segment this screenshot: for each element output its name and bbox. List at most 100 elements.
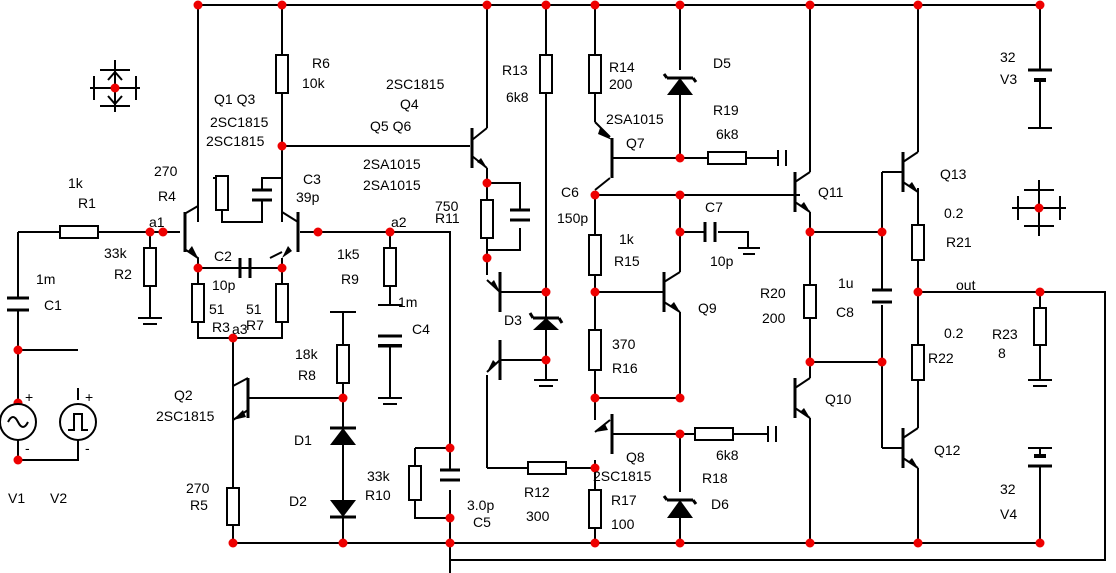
- label-q10-name: Q10: [825, 391, 852, 407]
- label-r5-value: 270: [186, 480, 210, 496]
- label-r16-value: 370: [612, 336, 636, 352]
- label-r20-name: R20: [760, 285, 786, 301]
- resistor-R13[interactable]: [539, 54, 553, 94]
- diode-D1[interactable]: [330, 426, 356, 445]
- label-q8-name: Q8: [626, 449, 645, 465]
- resistor-R12[interactable]: [527, 461, 567, 475]
- resistor-R9[interactable]: [383, 247, 397, 287]
- label-d3-name: D3: [504, 312, 522, 328]
- label-q1q3-part1: 2SC1815: [210, 114, 269, 130]
- diode-D6[interactable]: [662, 495, 698, 518]
- resistor-R6[interactable]: [275, 54, 289, 94]
- grounds: [138, 127, 1052, 449]
- resistor-R14[interactable]: [588, 54, 602, 94]
- resistor-R15[interactable]: [588, 234, 602, 276]
- label-d1-name: D1: [294, 432, 312, 448]
- label-v1-name: V1: [8, 490, 25, 506]
- label-q7-part: 2SA1015: [606, 111, 664, 127]
- label-r12-value: 300: [526, 508, 550, 524]
- resistor-R11[interactable]: [480, 199, 494, 239]
- resistor-R17[interactable]: [588, 489, 602, 529]
- label-r19-name: R19: [713, 102, 739, 118]
- label-r21-name: R21: [946, 234, 972, 250]
- label-v1-minus: -: [25, 440, 30, 456]
- label-c8-name: C8: [836, 304, 854, 320]
- label-r18-name: R18: [702, 470, 728, 486]
- capacitor-C6[interactable]: [510, 208, 530, 222]
- label-c7-value: 10p: [710, 253, 734, 269]
- battery-V3[interactable]: [1028, 68, 1052, 128]
- resistor-R16[interactable]: [588, 329, 602, 371]
- label-q5q6-part1: 2SA1015: [363, 156, 421, 172]
- battery-V4[interactable]: [1028, 448, 1052, 508]
- label-q4-part: 2SC1815: [386, 76, 445, 92]
- label-q4-name: Q4: [400, 96, 419, 112]
- label-v3-name: V3: [1000, 71, 1017, 87]
- label-c6-name: C6: [561, 184, 579, 200]
- label-r13-name: R13: [502, 62, 528, 78]
- resistor-R18[interactable]: [694, 427, 734, 441]
- label-r1-value: 1k: [68, 175, 84, 191]
- label-d6-name: D6: [711, 496, 729, 512]
- transistor-arrows: [188, 128, 918, 468]
- label-c3-name: C3: [303, 171, 321, 187]
- label-d5-name: D5: [713, 55, 731, 71]
- label-r7-name: R7: [246, 317, 264, 333]
- capacitor-C8[interactable]: [872, 288, 892, 304]
- transistor-Q3[interactable]: [281, 211, 300, 252]
- label-q13-name: Q13: [940, 166, 967, 182]
- move-handle-dot-2: [1034, 203, 1044, 213]
- resistor-R8[interactable]: [336, 344, 350, 384]
- source-V1[interactable]: [0, 403, 37, 441]
- resistor-R23[interactable]: [1033, 307, 1047, 346]
- label-r4-name: R4: [158, 188, 176, 204]
- label-r16-name: R16: [612, 360, 638, 376]
- label-c7-name: C7: [705, 199, 723, 215]
- resistor-R4[interactable]: [215, 175, 229, 211]
- capacitors: [7, 188, 892, 482]
- capacitor-C1[interactable]: [7, 296, 29, 312]
- label-r3-value: 51: [209, 301, 225, 317]
- label-c6-value: 150p: [557, 210, 588, 226]
- label-v4-value: 32: [1000, 481, 1016, 497]
- diode-D3[interactable]: [528, 312, 564, 330]
- resistor-R22[interactable]: [911, 344, 925, 381]
- label-c5-value: 3.0p: [467, 497, 494, 513]
- move-handle-icon[interactable]: [90, 60, 140, 112]
- capacitor-C4[interactable]: [378, 304, 402, 348]
- label-r15-value: 1k: [619, 231, 635, 247]
- resistor-R10[interactable]: [408, 465, 422, 501]
- source-V2[interactable]: [59, 403, 97, 441]
- capacitor-C3[interactable]: [252, 188, 272, 202]
- label-r4-value: 270: [154, 163, 178, 179]
- label-c2-value: 10p: [212, 277, 236, 293]
- capacitor-C5[interactable]: [440, 468, 460, 482]
- label-c8-value: 1u: [838, 275, 854, 291]
- label-r11-value: 750: [435, 198, 459, 214]
- label-r20-value: 200: [762, 310, 786, 326]
- labels: 1k R1 33k R2 1m C1 V1 V2 + - + - 270 R4 …: [8, 49, 1018, 532]
- label-r13-value: 6k8: [506, 89, 529, 105]
- diode-D2[interactable]: [330, 500, 356, 519]
- label-r11-name: R11: [435, 210, 460, 226]
- label-q7-name: Q7: [626, 135, 645, 151]
- capacitor-C7[interactable]: [703, 222, 717, 242]
- resistor-R7[interactable]: [275, 283, 289, 323]
- resistor-R3[interactable]: [191, 283, 205, 323]
- label-net-a3: a3: [232, 321, 248, 337]
- label-q1q3-names: Q1 Q3: [214, 91, 255, 107]
- resistor-R1[interactable]: [59, 225, 99, 239]
- label-r5-name: R5: [190, 497, 208, 513]
- label-c4-name: C4: [412, 321, 430, 337]
- resistor-R20[interactable]: [803, 284, 817, 319]
- diode-D5[interactable]: [662, 73, 698, 95]
- label-v1-plus: +: [25, 389, 33, 405]
- label-r17-value: 100: [611, 516, 635, 532]
- label-r7-value: 51: [246, 301, 262, 317]
- capacitor-C2[interactable]: [238, 258, 252, 278]
- label-r10-name: R10: [365, 487, 391, 503]
- resistor-R5[interactable]: [226, 487, 240, 526]
- resistor-R19[interactable]: [707, 151, 747, 165]
- resistor-R21[interactable]: [911, 224, 925, 261]
- resistor-R2[interactable]: [143, 247, 157, 287]
